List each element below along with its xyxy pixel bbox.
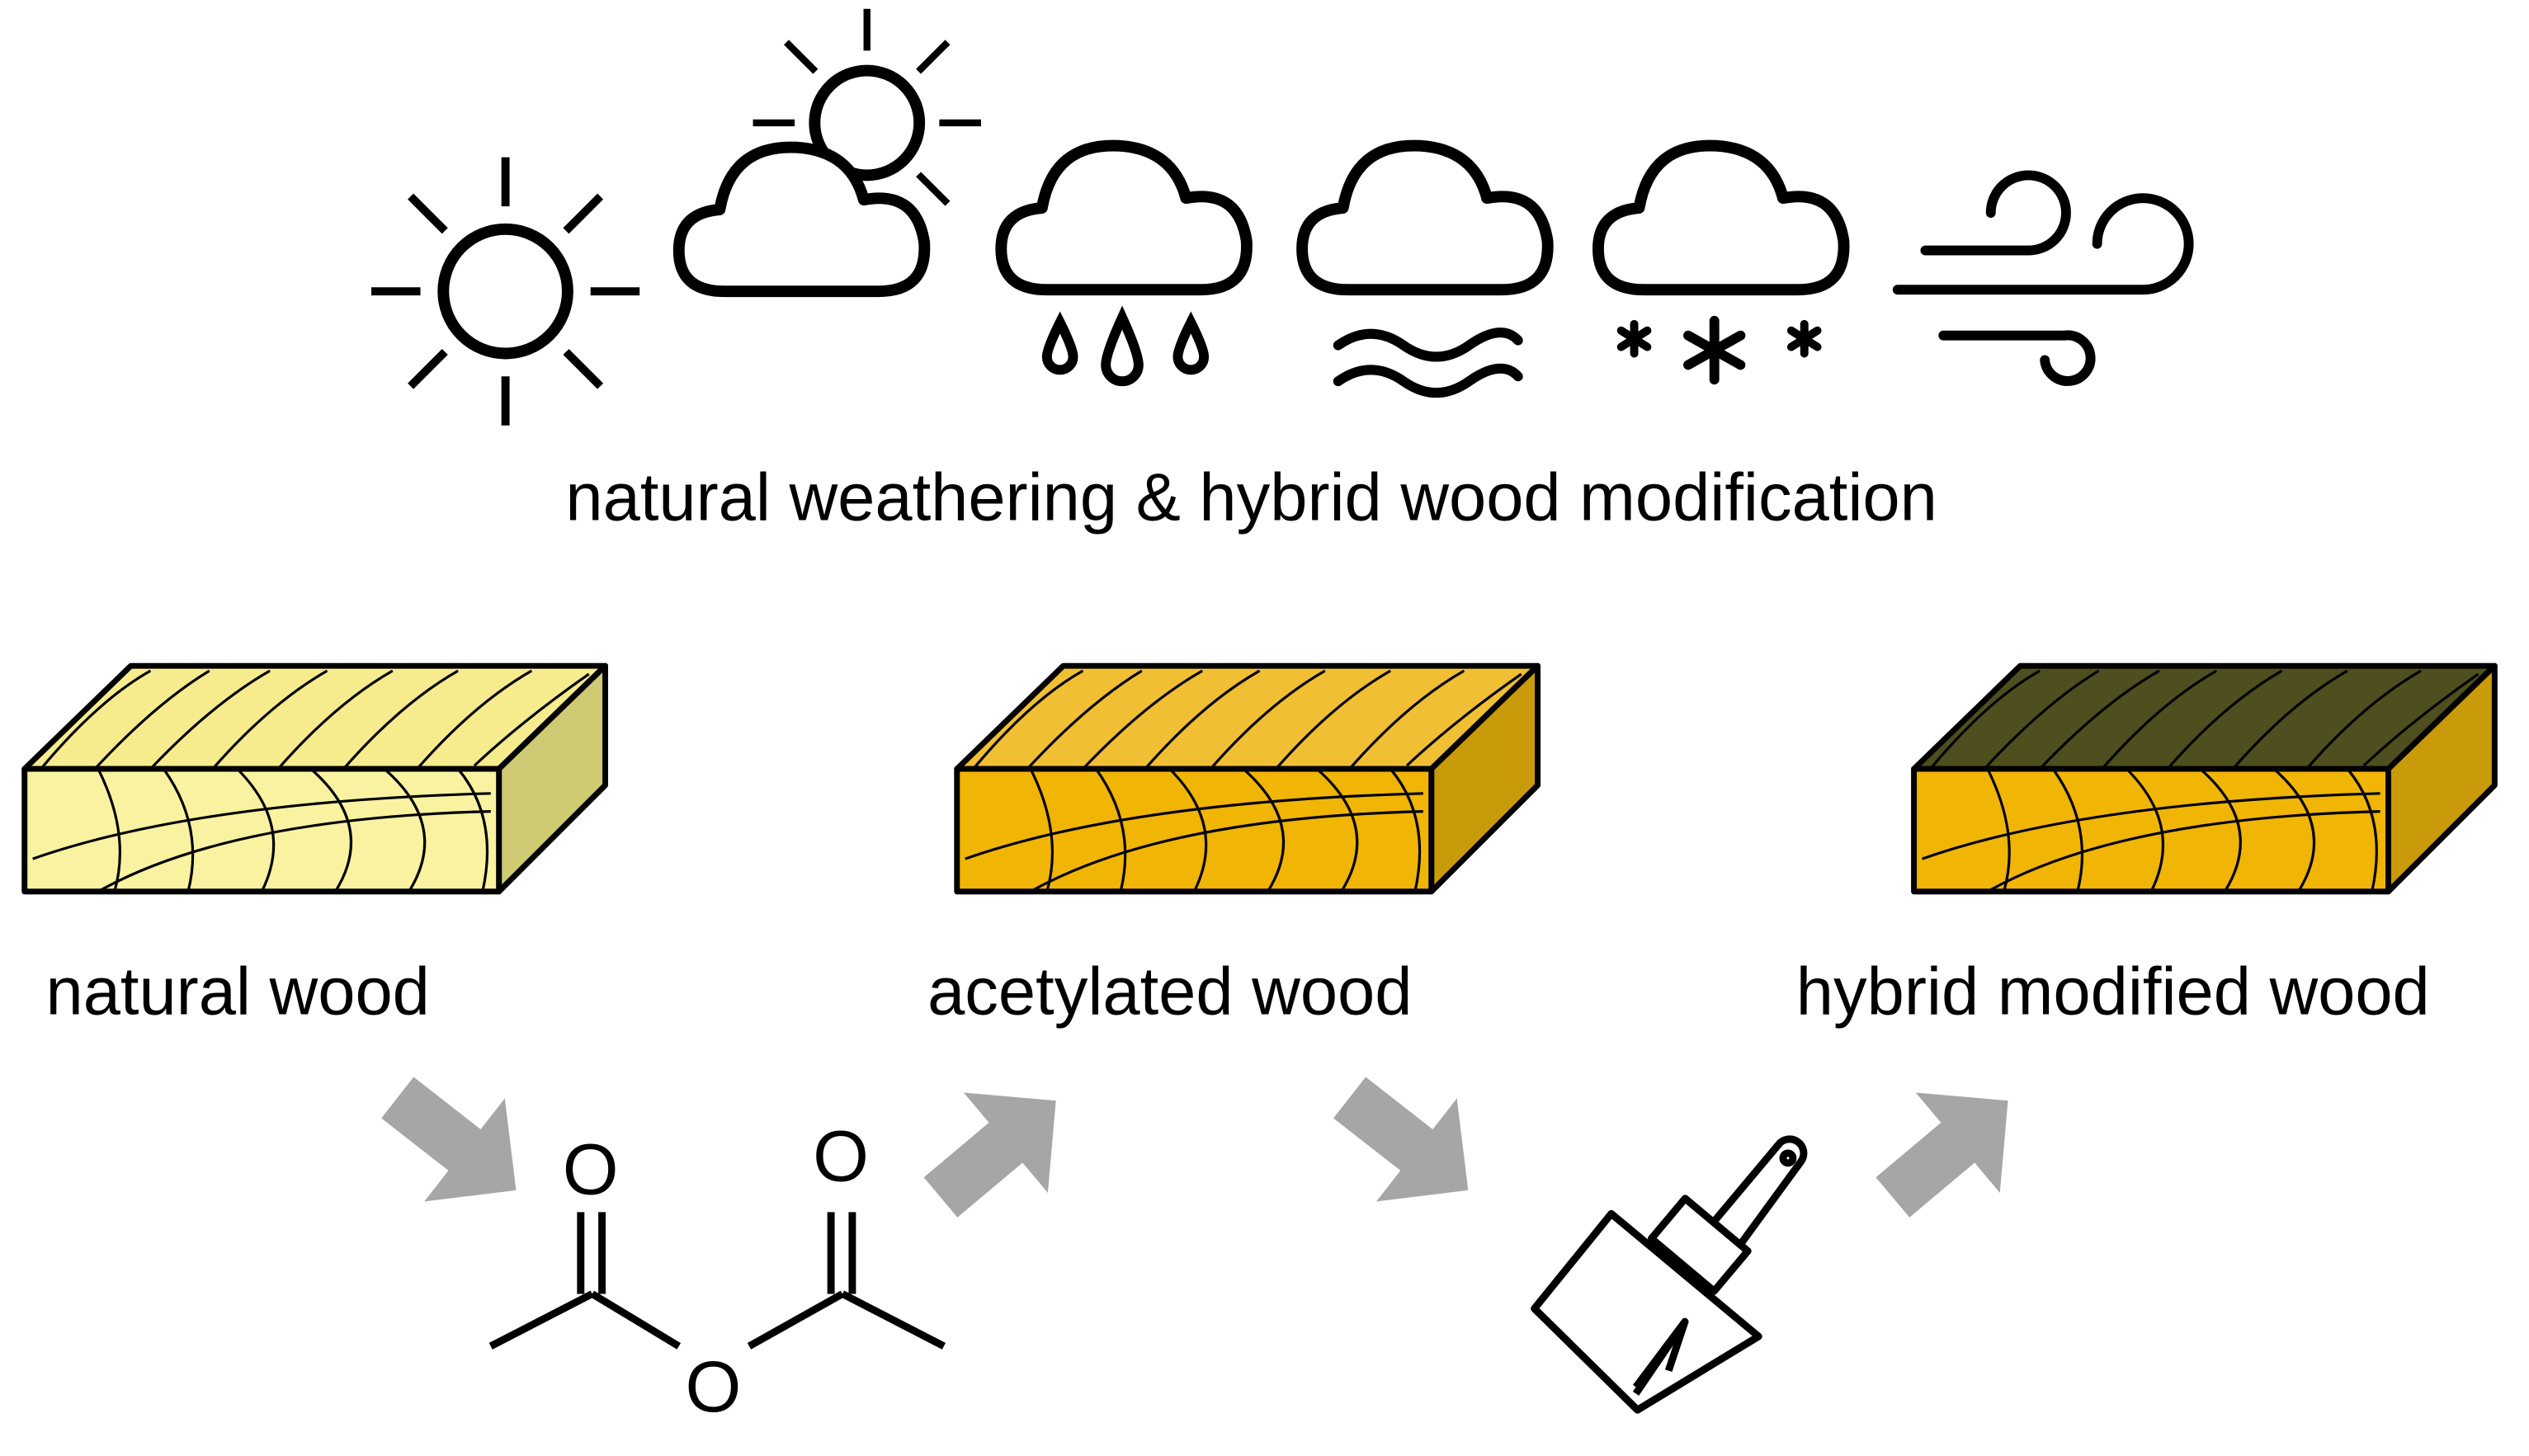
natural-wood-label: natural wood <box>46 954 430 1029</box>
bridging-oxygen: O <box>685 1347 741 1427</box>
acetylated-wood-block <box>954 662 1541 895</box>
sun-icon <box>371 158 639 426</box>
block-front-face <box>1911 766 2391 895</box>
arrow-up-right-1 <box>898 1050 1098 1248</box>
hybrid-modified-wood-label: hybrid modified wood <box>1796 954 2430 1029</box>
acetic-anhydride-structure: O O O <box>488 1117 946 1427</box>
block-front-face <box>954 766 1435 895</box>
acetylated-wood-label: acetylated wood <box>927 954 1412 1029</box>
arrow-down-right-1 <box>356 1046 557 1242</box>
snow-cloud-icon <box>1598 146 1844 385</box>
brush-bristles <box>1531 1209 1762 1414</box>
diagram-title: natural weathering & hybrid wood modific… <box>565 460 1937 535</box>
block-front-face <box>21 766 502 895</box>
carbonyl-oxygen-left: O <box>563 1130 619 1210</box>
fog-cloud-icon <box>1302 146 1548 398</box>
wind-icon <box>1892 170 2194 386</box>
carbonyl-oxygen-right: O <box>813 1117 869 1197</box>
natural-wood-block <box>21 662 609 895</box>
partly-cloudy-icon <box>679 9 981 291</box>
brush-ferrule <box>1648 1194 1752 1295</box>
paint-brush-icon <box>1531 1135 1808 1414</box>
arrow-down-right-2 <box>1309 1046 1509 1242</box>
arrow-up-right-2 <box>1850 1050 2050 1248</box>
rain-cloud-icon <box>1001 146 1247 387</box>
hybrid-modified-wood-block <box>1911 662 2498 895</box>
